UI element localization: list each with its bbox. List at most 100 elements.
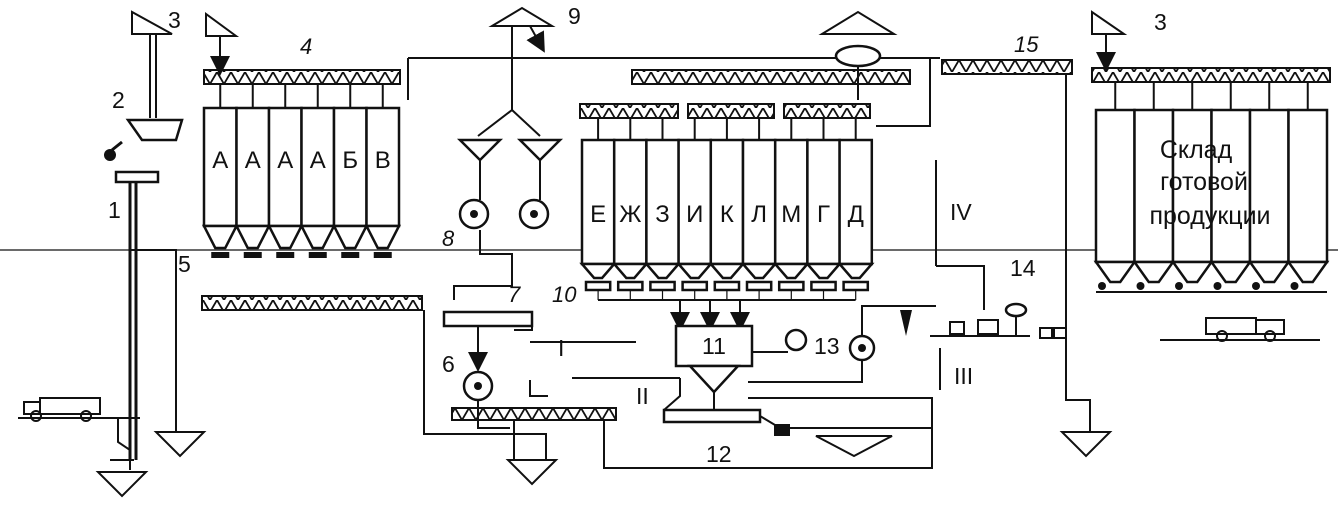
silo-hopper bbox=[836, 262, 875, 280]
store-conveyor bbox=[1091, 67, 1331, 83]
store-silo-hopper bbox=[1093, 260, 1137, 284]
silo-hopper bbox=[611, 262, 650, 280]
silo-hopper bbox=[708, 262, 746, 280]
store-gate bbox=[1098, 282, 1106, 290]
feeder bbox=[681, 280, 709, 292]
label-roman-iii: III bbox=[954, 363, 973, 389]
feeder bbox=[616, 280, 644, 292]
distribution-conveyor-c bbox=[783, 103, 871, 119]
silo-cell bbox=[773, 138, 809, 266]
label-3-right: 3 bbox=[1154, 9, 1167, 35]
silo-letter: Ж bbox=[619, 201, 641, 228]
feeder bbox=[777, 280, 805, 292]
silo-letter: И bbox=[686, 201, 703, 228]
silo-letter: В bbox=[375, 147, 391, 174]
intake-hood-3-left bbox=[131, 10, 173, 118]
label-11: 11 bbox=[702, 333, 726, 359]
return-line-15 bbox=[1059, 74, 1113, 458]
silo-gate bbox=[276, 252, 295, 258]
intake-hood-left-silos bbox=[205, 12, 240, 76]
store-label-line2: готовой bbox=[1160, 168, 1248, 196]
silo-letter: А bbox=[212, 147, 228, 174]
silo-hopper bbox=[804, 262, 843, 280]
silo-letter: Г bbox=[817, 201, 830, 228]
separator-2 bbox=[104, 118, 184, 184]
label-roman-i: I bbox=[558, 335, 564, 361]
distribution-conveyor-top bbox=[631, 69, 911, 85]
store-silo-hopper bbox=[1132, 260, 1176, 284]
feeder bbox=[842, 280, 870, 292]
store-silo-cell bbox=[1248, 108, 1290, 264]
label-7: 7 bbox=[508, 282, 521, 307]
collector-conveyor-5 bbox=[201, 295, 423, 311]
label-9: 9 bbox=[568, 3, 581, 29]
store-label-line1: Склад bbox=[1160, 136, 1233, 164]
store-label-line3: продукции bbox=[1149, 202, 1270, 230]
silo-letter: Б bbox=[342, 147, 358, 174]
label-5: 5 bbox=[178, 251, 191, 277]
elevator-1 bbox=[128, 180, 207, 460]
store-gate bbox=[1290, 282, 1299, 290]
silo-letter: З bbox=[655, 201, 670, 228]
store-gate bbox=[1252, 282, 1260, 290]
return-line-12 bbox=[423, 310, 933, 486]
mixer-line-ii bbox=[572, 377, 933, 458]
store-silo-cell bbox=[1094, 108, 1136, 264]
silo-hopper bbox=[364, 224, 402, 250]
truck-loading-right bbox=[1160, 317, 1320, 342]
silo-gate bbox=[308, 252, 327, 258]
silo-cell bbox=[300, 106, 336, 228]
silo-hopper bbox=[234, 224, 272, 250]
silo-gate bbox=[211, 252, 230, 258]
silo-hopper bbox=[579, 262, 617, 280]
silo-letter: М bbox=[781, 201, 801, 228]
intake-hood-3-right bbox=[1091, 10, 1128, 72]
label-15: 15 bbox=[1014, 32, 1039, 57]
store-gate bbox=[1175, 282, 1183, 290]
silo-letter: А bbox=[277, 147, 293, 174]
silo-letter: Д bbox=[848, 201, 864, 228]
silo-hopper bbox=[643, 262, 682, 280]
silo-letter: Л bbox=[751, 201, 767, 228]
silo-gate bbox=[373, 252, 392, 258]
label-6: 6 bbox=[442, 351, 455, 377]
silo-hopper bbox=[201, 224, 239, 250]
label-roman-ii: II bbox=[636, 383, 649, 409]
silo-hopper bbox=[331, 224, 369, 250]
finished-store-silos bbox=[1093, 82, 1330, 293]
label-13: 13 bbox=[814, 333, 840, 359]
label-4: 4 bbox=[300, 34, 312, 59]
feeder bbox=[745, 280, 773, 292]
label-8: 8 bbox=[442, 226, 455, 251]
silo-cell bbox=[612, 138, 648, 266]
store-silo-hopper bbox=[1209, 260, 1253, 284]
silo-hopper bbox=[675, 262, 714, 280]
conveyor-4 bbox=[203, 69, 401, 85]
silo-cell bbox=[580, 138, 616, 266]
store-silo-hopper bbox=[1247, 260, 1291, 284]
label-14: 14 bbox=[1010, 255, 1036, 281]
store-silo-cell bbox=[1287, 108, 1329, 264]
store-silo-hopper bbox=[1170, 260, 1214, 284]
label-10: 10 bbox=[552, 282, 577, 307]
flow-line-14 bbox=[936, 265, 985, 310]
store-gate bbox=[1213, 282, 1222, 290]
silo-hopper bbox=[266, 224, 304, 250]
silo-gate bbox=[243, 252, 262, 258]
pellet-mill-13 bbox=[748, 305, 936, 383]
silo-gate bbox=[341, 252, 360, 258]
silo-letter: Е bbox=[590, 201, 606, 228]
store-silo-cell bbox=[1133, 108, 1175, 264]
feeder bbox=[810, 280, 837, 292]
label-12: 12 bbox=[706, 441, 732, 467]
distribution-conveyor-a bbox=[579, 103, 679, 119]
feeder bbox=[713, 280, 741, 292]
silo-letter: А bbox=[310, 147, 326, 174]
label-roman-iv: IV bbox=[950, 199, 972, 225]
conveyor-15 bbox=[941, 59, 1073, 75]
truck-unloading-left bbox=[18, 397, 149, 498]
feeder bbox=[584, 280, 612, 292]
dryer-7 bbox=[442, 310, 534, 372]
silo-hopper bbox=[299, 224, 337, 250]
store-silo-hopper bbox=[1286, 260, 1330, 284]
